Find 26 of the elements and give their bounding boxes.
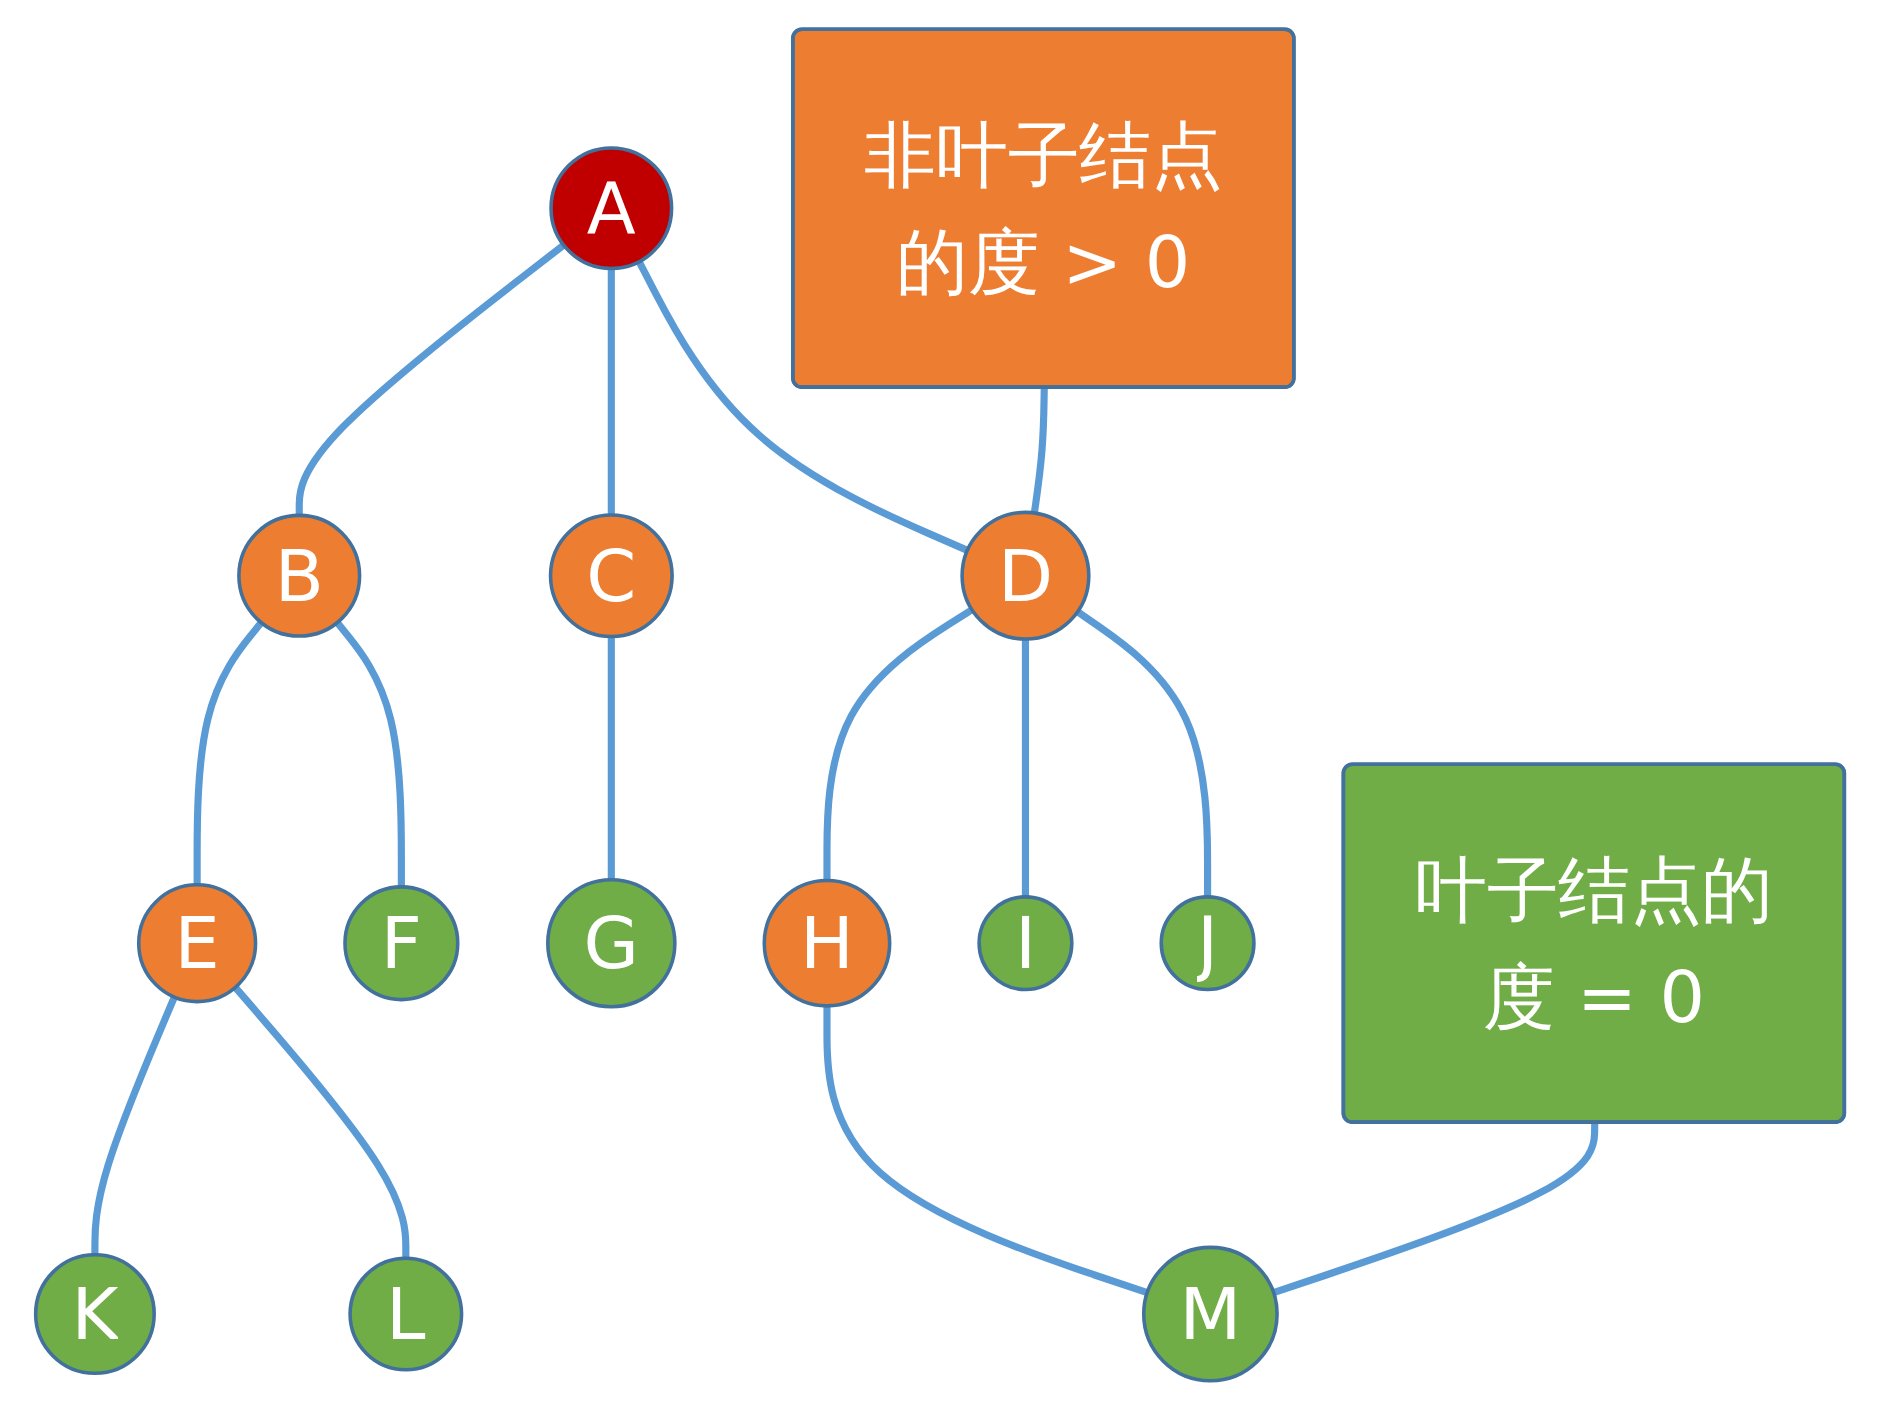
connector — [822, 606, 974, 881]
node-circle: F — [342, 885, 460, 1002]
node-circle: I — [976, 895, 1074, 992]
connector — [90, 995, 178, 1255]
node-circle: M — [1141, 1245, 1279, 1383]
connector — [193, 620, 264, 885]
node-circle: L — [347, 1256, 463, 1372]
node-circle: B — [236, 513, 361, 638]
connector — [1075, 608, 1211, 897]
node-circle: H — [762, 878, 891, 1008]
node-circle: G — [545, 877, 677, 1009]
connector — [232, 985, 409, 1259]
node-circle: A — [548, 146, 673, 271]
node-circle: E — [136, 883, 257, 1004]
connector — [1021, 639, 1029, 897]
node-circle: K — [33, 1253, 156, 1376]
connector — [607, 268, 615, 515]
node-circle: J — [1158, 895, 1256, 992]
connector — [333, 620, 405, 887]
connector — [635, 260, 969, 554]
node-circle: C — [548, 513, 674, 639]
connector — [607, 636, 615, 880]
node-circle: D — [959, 510, 1091, 641]
connector — [822, 1005, 1148, 1297]
connector — [1030, 387, 1048, 514]
connector — [295, 242, 566, 516]
